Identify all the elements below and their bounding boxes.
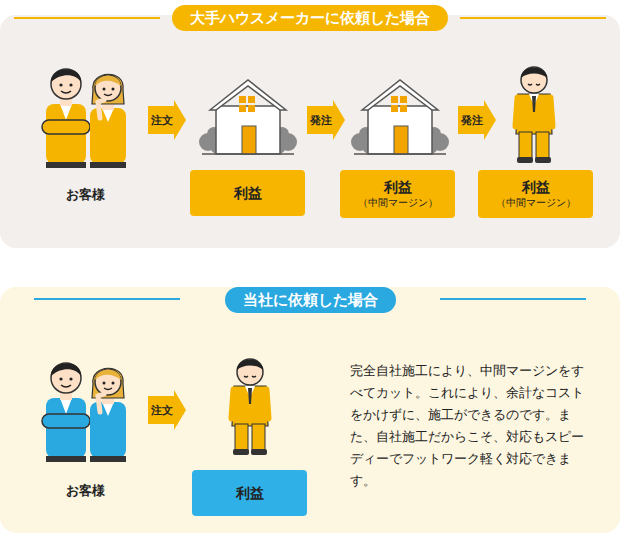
arrow-shape: 発注 (307, 100, 345, 140)
customer-label: お客様 (40, 482, 130, 500)
arrow-shape: 発注 (458, 100, 496, 140)
profit-box: 利益 (190, 170, 305, 216)
arrow-label: 発注 (308, 113, 333, 127)
box-heading: 利益 (234, 184, 262, 202)
profit-box: 利益（中間マージン） (478, 170, 593, 218)
arrow-label: 注文 (149, 113, 174, 127)
box-heading: 利益 (236, 484, 264, 502)
title-pill: 当社に依頼した場合 (225, 287, 396, 313)
box-note: （中間マージン） (358, 196, 438, 210)
customer-label: お客様 (40, 186, 130, 204)
box-heading: 利益 (384, 178, 412, 196)
arrow-label: 発注 (459, 113, 484, 127)
arrow-shape: 注文 (148, 390, 186, 430)
profit-box: 利益（中間マージン） (340, 170, 455, 218)
box-heading: 利益 (522, 178, 550, 196)
description-text: 完全自社施工により、中間マージンをすべてカット。これにより、余計なコストをかけず… (350, 360, 594, 492)
arrow-label: 注文 (149, 403, 174, 417)
box-note: （中間マージン） (496, 196, 576, 210)
title-pill: 大手ハウスメーカーに依頼した場合 (172, 5, 448, 31)
profit-box: 利益 (192, 470, 307, 516)
arrow-shape: 注文 (148, 100, 186, 140)
